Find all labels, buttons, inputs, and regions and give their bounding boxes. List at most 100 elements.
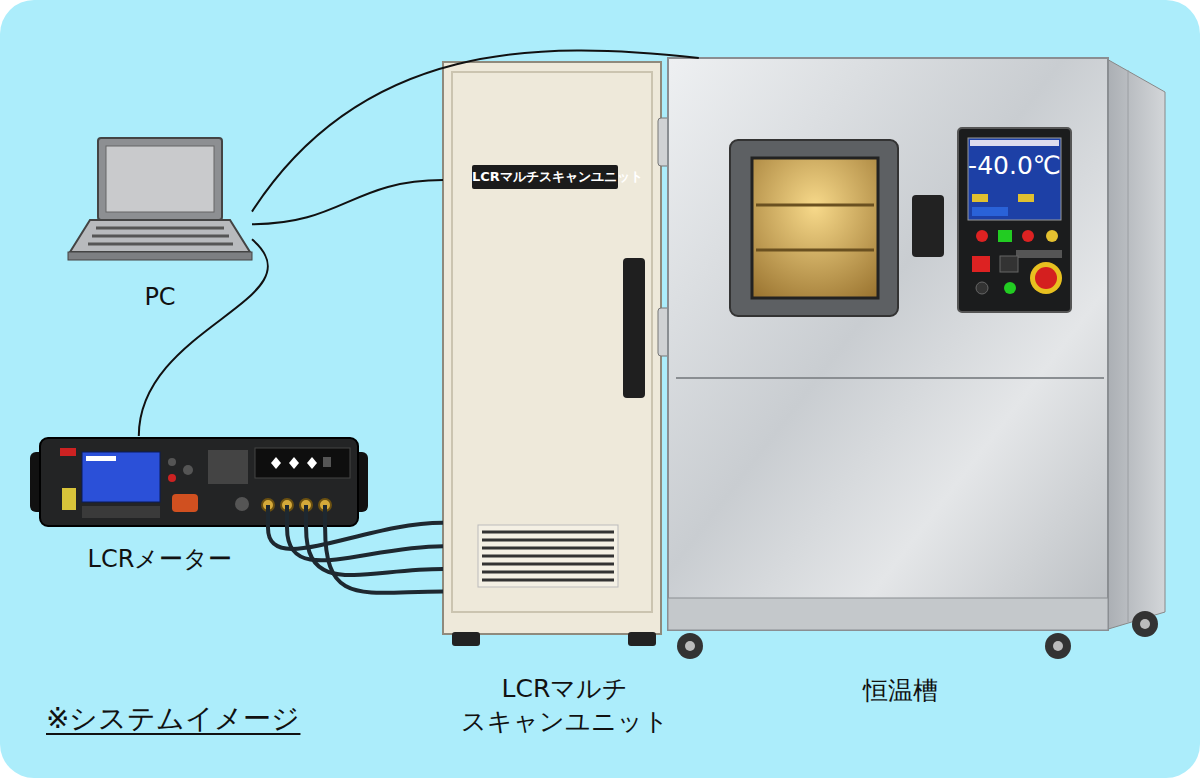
lcr-meter-illustration-part <box>235 497 249 511</box>
device-label: LCRメーター <box>30 544 290 574</box>
temperature-display: -40.0℃ <box>968 148 1061 184</box>
chamber-illustration-part <box>677 633 703 659</box>
chamber-illustration-part <box>972 256 990 272</box>
scan-unit-illustration-part <box>443 62 661 634</box>
laptop-illustration-part <box>92 235 229 238</box>
scan-unit-illustration-part <box>472 165 618 189</box>
chamber-illustration-part <box>1045 633 1071 659</box>
chamber-illustration-part <box>998 230 1012 242</box>
chamber-illustration-part <box>1018 194 1034 202</box>
lcr-meter-illustration-part <box>289 457 299 469</box>
note-label: ※システムイメージ <box>46 700 300 738</box>
chamber-illustration <box>668 58 1165 659</box>
chamber-illustration-part <box>756 249 874 252</box>
lcr-meter: LCRメーター <box>30 436 370 528</box>
scan-unit-illustration-part <box>482 532 614 580</box>
name-plate: LCRマルチスキャンユニット <box>472 165 618 189</box>
lcr-meter-illustration <box>30 438 368 528</box>
lcr-meter-illustration-part <box>183 465 193 475</box>
chamber-illustration-part <box>1030 262 1062 294</box>
laptop-pc: PC <box>68 136 252 262</box>
lcr-meter-illustration-part <box>168 458 176 466</box>
scan-unit-illustration-part-part <box>482 531 614 534</box>
lcr-meter-illustration-part <box>266 505 270 528</box>
chamber-illustration-part <box>958 128 1071 312</box>
device-label: LCRマルチ スキャンユニット <box>435 672 695 738</box>
chamber-illustration-part <box>730 140 898 316</box>
scan-unit-illustration-part-part <box>482 563 614 566</box>
scan-unit-illustration-part-part <box>482 539 614 542</box>
thermostatic-chamber: -40.0℃恒温槽 <box>668 58 1108 631</box>
chamber-illustration-part <box>972 194 988 202</box>
lcr-meter-illustration-part <box>60 448 76 456</box>
chamber-illustration-part <box>1016 250 1062 258</box>
laptop-illustration <box>68 138 252 260</box>
chamber-illustration-part <box>976 230 988 242</box>
lcr-meter-illustration-part <box>323 505 327 528</box>
chamber-illustration-part <box>756 204 874 207</box>
multi-scan-unit: LCRマルチスキャンユニットLCRマルチ スキャンユニット <box>443 62 662 635</box>
scan-unit-illustration-part-part <box>482 579 614 582</box>
scan-unit-illustration-part-part <box>482 571 614 574</box>
lcr-meter-illustration-part <box>168 474 176 482</box>
lcr-meter-illustration-part <box>285 505 289 528</box>
chamber-illustration-part <box>676 377 1104 379</box>
measurement-cable <box>268 523 443 549</box>
scan-unit-illustration-part-part <box>482 547 614 550</box>
chamber-illustration-part <box>968 138 1061 220</box>
lcr-meter-illustration-part <box>255 448 350 478</box>
scan-unit-illustration-part-part <box>482 555 614 558</box>
lcr-meter-illustration-part <box>82 506 160 518</box>
chamber-illustration-part <box>685 641 695 651</box>
lcr-meter-illustration-part <box>271 457 281 469</box>
chamber-illustration-part <box>1035 267 1057 289</box>
scan-unit-illustration-part <box>478 525 618 587</box>
communication-cable <box>139 239 268 436</box>
chamber-illustration-part <box>970 140 1059 146</box>
lcr-meter-illustration-part <box>40 438 358 526</box>
chamber-illustration-part <box>1105 58 1165 630</box>
laptop-illustration-part <box>70 220 250 252</box>
laptop-illustration-part <box>96 227 224 230</box>
laptop-illustration-part <box>106 146 214 212</box>
lcr-meter-illustration-part <box>208 450 248 484</box>
device-label: 恒温槽 <box>800 676 1000 706</box>
chamber-illustration-part <box>1004 282 1016 294</box>
chamber-illustration-part <box>1140 619 1150 629</box>
scan-unit-illustration-part <box>452 72 652 612</box>
communication-cable <box>252 50 699 211</box>
chamber-illustration-part <box>1132 611 1158 637</box>
scan-unit-illustration-part <box>623 258 645 398</box>
laptop-illustration-part <box>98 138 222 220</box>
laptop-illustration-part <box>68 252 252 260</box>
scan-unit-illustration-part <box>452 632 480 646</box>
measurement-cable <box>287 528 443 560</box>
measurement-cable <box>325 528 443 593</box>
communication-cable <box>252 180 443 224</box>
chamber-illustration-part <box>752 158 878 298</box>
lcr-meter-illustration-part <box>86 456 116 461</box>
device-label: PC <box>68 282 252 312</box>
chamber-illustration-part <box>1000 256 1018 272</box>
chamber-illustration-part <box>1046 230 1058 242</box>
laptop-illustration-part <box>88 243 233 246</box>
chamber-illustration-part <box>976 282 988 294</box>
chamber-illustration-part <box>668 58 1108 630</box>
lcr-meter-illustration-part <box>307 457 317 469</box>
lcr-meter-illustration-part <box>172 494 198 512</box>
lcr-meter-illustration-part <box>323 457 331 467</box>
chamber-illustration-part <box>972 207 1008 216</box>
scan-unit-illustration-part <box>628 632 656 646</box>
chamber-illustration-part <box>668 598 1108 630</box>
scan-unit-illustration <box>443 62 672 646</box>
chamber-illustration-part <box>1022 230 1034 242</box>
lcr-meter-illustration-part <box>82 452 160 502</box>
chamber-illustration-part <box>1053 641 1063 651</box>
measurement-cable <box>306 528 443 575</box>
lcr-meter-illustration-part <box>62 488 76 510</box>
chamber-illustration-part <box>912 195 944 257</box>
chamber-illustration-part <box>1128 70 1129 622</box>
